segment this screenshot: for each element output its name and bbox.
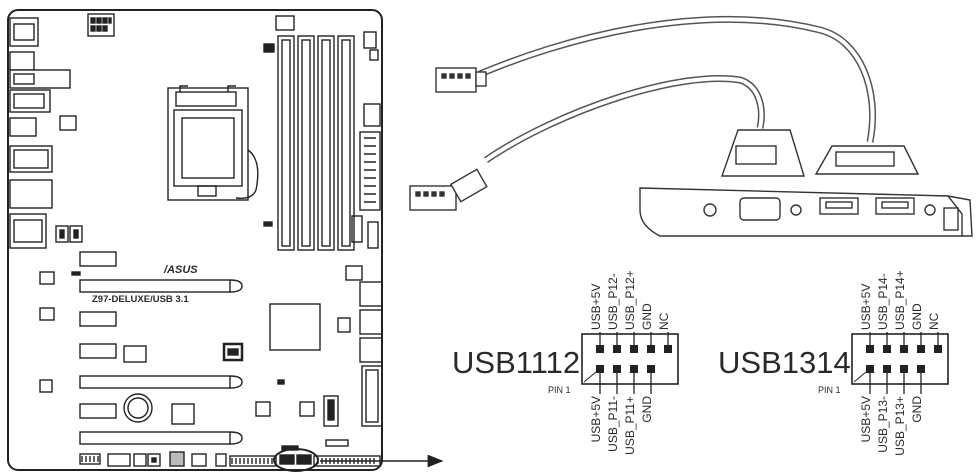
usb1314-top-label-5: NC	[927, 312, 941, 330]
bottom-pin	[630, 365, 638, 373]
chipset	[269, 303, 321, 351]
usb1314-top-label-1: USB+5V	[859, 284, 873, 330]
usb1112-header: USB1112 PIN 1 USB+5V USB_P12- USB_P12+ G…	[452, 270, 679, 455]
cmos-battery	[123, 393, 153, 423]
usb1314-top-label-3: USB_P14+	[893, 270, 907, 330]
bottom-pin	[866, 365, 874, 373]
sata-ports	[359, 281, 383, 427]
usb1112-top-pin-labels: USB+5V USB_P12- USB_P12+ GND NC	[589, 270, 671, 330]
usb1112-top-label-2: USB_P12-	[606, 273, 620, 330]
top-pin	[613, 345, 621, 353]
usb1314-title: USB1314	[718, 345, 851, 380]
bottom-pin	[613, 365, 621, 373]
atx-power-connector	[351, 131, 381, 249]
top-pin	[917, 345, 925, 353]
usb1112-top-label-4: GND	[640, 303, 654, 330]
board-brand-label: /ASUS	[163, 264, 198, 276]
cable-plug-upper	[435, 67, 487, 93]
usb1314-bottom-pin-labels: USB+5V USB_P13- USB_P13+ GND	[859, 396, 924, 456]
bottom-pin	[647, 365, 655, 373]
usb1314-bottom-label-4: GND	[910, 396, 924, 423]
usb1112-pins	[583, 332, 672, 394]
onboard-usb-headers-highlight	[273, 448, 319, 472]
memory-slots	[277, 35, 355, 251]
usb1112-pin1-label: PIN 1	[548, 385, 571, 395]
usb1112-title: USB1112	[452, 345, 580, 380]
pin1-pointer	[583, 371, 597, 383]
usb1112-bottom-label-1: USB+5V	[589, 396, 603, 442]
usb1112-bottom-label-2: USB_P11-	[606, 396, 620, 452]
usb1112-top-label-5: NC	[657, 312, 671, 330]
board-model-label: Z97-DELUXE/USB 3.1	[92, 294, 189, 305]
pin1-pointer	[853, 371, 867, 383]
usb1112-bottom-label-4: GND	[640, 396, 654, 423]
board-outline	[7, 9, 383, 471]
usb1112-top-label-1: USB+5V	[589, 284, 603, 330]
usb1314-top-label-2: USB_P14-	[876, 273, 890, 330]
usb1314-bottom-label-3: USB_P13+	[893, 396, 907, 456]
motherboard	[7, 9, 383, 472]
usb-bracket-cable	[409, 15, 973, 237]
bottom-pin	[596, 365, 604, 373]
usb1314-bottom-label-2: USB_P13-	[876, 396, 890, 453]
usb1314-top-pin-labels: USB+5V USB_P14- USB_P14+ GND NC	[859, 270, 941, 330]
cable-plug-lower	[409, 168, 488, 211]
usb1314-pin1-label: PIN 1	[818, 385, 841, 395]
top-pin	[596, 345, 604, 353]
usb1112-top-label-3: USB_P12+	[623, 270, 637, 330]
usb1314-top-label-4: GND	[910, 303, 924, 330]
pcie-slots	[79, 251, 243, 445]
top-pin	[900, 345, 908, 353]
cpu-power-connector	[87, 13, 115, 37]
top-pin	[647, 345, 655, 353]
bottom-pin	[917, 365, 925, 373]
usb1314-pins	[853, 332, 942, 394]
bottom-pin	[900, 365, 908, 373]
usb1112-bottom-pin-labels: USB+5V USB_P11- USB_P11+ GND	[589, 396, 654, 455]
rear-io-ports	[9, 17, 71, 249]
usb1314-header: USB1314 PIN 1 USB+5V USB_P14- USB_P14+ G…	[718, 270, 949, 456]
usb1314-pin-block	[851, 333, 949, 385]
cpu-socket	[167, 85, 259, 201]
top-pin	[883, 345, 891, 353]
usb1112-pin-block	[581, 333, 679, 385]
usb1314-bottom-label-1: USB+5V	[859, 396, 873, 442]
top-pin	[866, 345, 874, 353]
top-pin	[664, 345, 672, 353]
bottom-pin	[883, 365, 891, 373]
usb1112-bottom-label-3: USB_P11+	[623, 396, 637, 455]
top-pin	[934, 345, 942, 353]
top-pin	[630, 345, 638, 353]
